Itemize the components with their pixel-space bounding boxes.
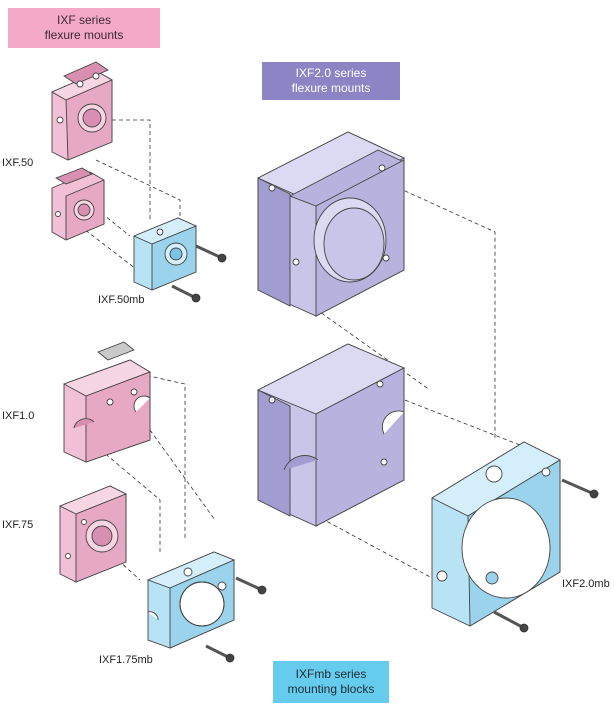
ixf50mb-label: IXF.50mb bbox=[98, 294, 145, 306]
ixf175mb-mounting-block bbox=[146, 551, 236, 649]
ixfmb-banner-line2: mounting blocks bbox=[287, 682, 375, 696]
ixf50mb-screws bbox=[171, 244, 227, 303]
ixf175mb-label: IXF1.75mb bbox=[99, 654, 153, 666]
assembly-lines bbox=[79, 119, 549, 586]
ixf2-flexure-mount-lower bbox=[256, 343, 406, 527]
ixf2-flexure-mount-upper bbox=[256, 131, 406, 317]
ixf75-label: IXF.75 bbox=[2, 519, 34, 531]
ixf20mb-mounting-block bbox=[431, 441, 561, 627]
ixf50mb-mounting-block bbox=[132, 217, 198, 291]
ixf175mb-screws bbox=[205, 576, 267, 663]
ixfmb-banner-line1: IXFmb series bbox=[295, 667, 367, 681]
ixf2-banner-line2: flexure mounts bbox=[291, 81, 371, 95]
ixf20mb-screws bbox=[493, 478, 599, 633]
ixf2-banner-line1: IXF2.0 series bbox=[295, 66, 367, 80]
ixf75-flexure-mount bbox=[58, 485, 128, 583]
ixf10-label: IXF1.0 bbox=[2, 410, 35, 422]
ixf10-flexure-mount bbox=[62, 341, 152, 463]
ixf20mb-label: IXF2.0mb bbox=[562, 578, 610, 590]
ixf50-flexure-mount bbox=[50, 61, 114, 161]
ixf-banner-line1: IXF series bbox=[56, 13, 111, 27]
ixf50-flexure-body bbox=[51, 167, 105, 241]
ixf-banner-line2: flexure mounts bbox=[44, 28, 124, 42]
ixf50-label: IXF.50 bbox=[2, 157, 34, 169]
